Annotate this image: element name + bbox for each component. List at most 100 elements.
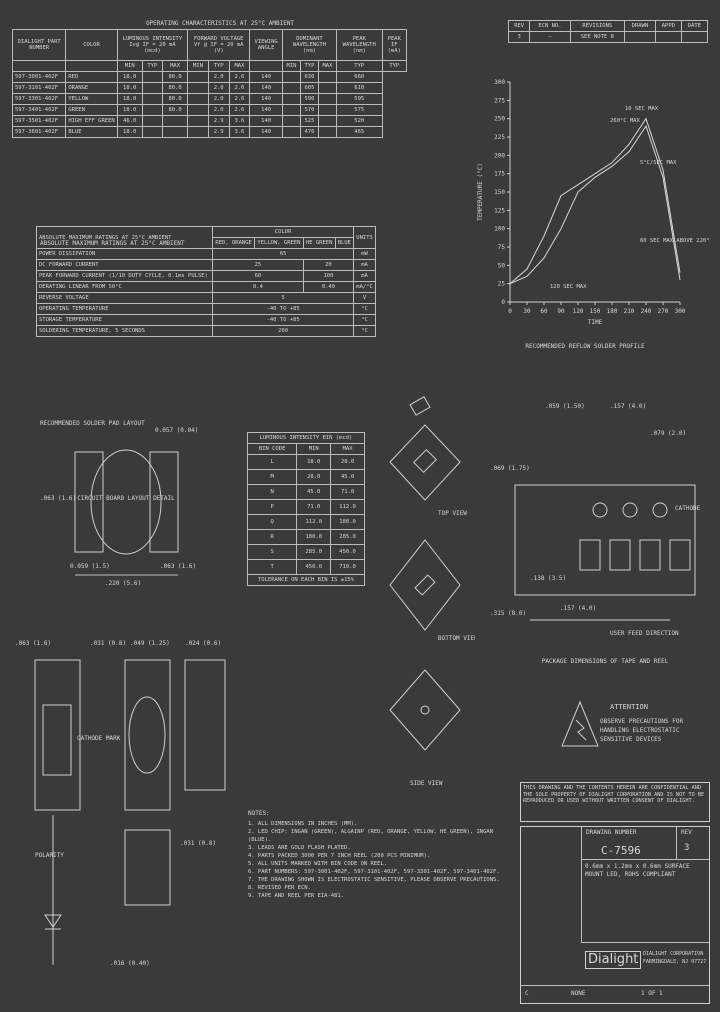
abs-title-cell: ABSOLUTE MAXIMUM RATINGS AT 25°C AMBIENT xyxy=(35,226,214,249)
op-cell xyxy=(162,126,189,138)
rev-cell: SEE NOTE 8 xyxy=(569,31,626,43)
op-cell: 3.6 xyxy=(228,115,251,127)
proprietary-text: THIS DRAWING AND THE CONTENTS HEREIN ARE… xyxy=(523,785,705,804)
chart-annotation: 60 SEC MAX ABOVE 220°C xyxy=(640,238,710,244)
abs-sub-header: RED, ORANGE xyxy=(212,237,256,249)
op-cell: 18.0 xyxy=(116,82,143,94)
esd-warning-icon xyxy=(561,700,599,747)
abs-units-cell: V xyxy=(353,292,376,304)
abs-units-cell: mA xyxy=(353,259,376,271)
op-sub-header: TYP xyxy=(381,60,408,72)
rev-value: 3 xyxy=(684,843,690,853)
y-tick-label: 225 xyxy=(494,134,505,141)
x-tick-label: 0 xyxy=(508,308,512,315)
op-cell: 140 xyxy=(249,71,284,83)
rev-header-cell: ECN NO. xyxy=(529,20,571,32)
op-cell: 630 xyxy=(299,71,319,83)
abs-value-cell: 60 xyxy=(212,270,304,282)
op-cell xyxy=(317,71,337,83)
op-col-header: DIALIGHT PART NUMBER xyxy=(11,29,67,61)
bin-cell: 450.0 xyxy=(296,559,332,575)
op-cell: 470 xyxy=(299,126,319,138)
rev-cell: — xyxy=(529,31,571,43)
op-cell: 2.9 xyxy=(207,115,230,127)
op-sub-header: MIN xyxy=(282,60,301,72)
pad-dim-1: 0.057 (0.04) xyxy=(155,427,198,434)
drawing-number: C-7596 xyxy=(601,844,641,857)
op-cell xyxy=(141,126,164,138)
op-sub-header: TYP xyxy=(207,60,230,72)
attention-line-1: OBSERVE PRECAUTIONS FOR xyxy=(600,718,684,725)
op-sub-header: MIN xyxy=(116,60,143,72)
note-item: 2. LED CHIP: INGAN (GREEN), ALGAINP (RED… xyxy=(248,829,494,843)
bin-cell: 45.0 xyxy=(296,484,332,500)
bin-header-cell: MIN xyxy=(296,443,332,455)
op-cell xyxy=(282,71,301,83)
led-views-drawing: CATHODE MARK POLARITY .063 (1.6) .031 (0… xyxy=(15,640,226,967)
polarity-chip xyxy=(124,829,171,906)
bin-cell: S xyxy=(246,544,298,560)
op-cell xyxy=(187,82,209,94)
right-pad xyxy=(149,451,179,553)
op-cell: 46.0 xyxy=(116,115,143,127)
chart-annotation: 260°C MAX xyxy=(610,118,640,124)
op-cell: 80.0 xyxy=(162,104,189,116)
bottom-view-outline xyxy=(124,659,171,811)
tape-pocket xyxy=(609,539,631,571)
op-col-header: DOMINANT WAVELENGTH (nm) xyxy=(282,29,337,61)
size-value: C xyxy=(525,990,529,997)
op-cell: 465 xyxy=(335,126,383,138)
op-col-header: LUMINOUS INTENSITY Iv@ IF = 20 mA (mcd) xyxy=(116,29,189,61)
pad-center-label: CIRCUIT BOARD LAYOUT DETAIL xyxy=(77,495,175,502)
op-cell: 2.6 xyxy=(228,93,251,105)
abs-header-row: ABSOLUTE MAXIMUM RATINGS AT 25°C AMBIENT… xyxy=(35,226,376,249)
sprocket-hole xyxy=(652,502,668,518)
abs-param-cell: REVERSE VOLTAGE xyxy=(35,292,214,304)
abs-value-cell: 65 xyxy=(212,248,355,260)
abs-data-row: PEAK FORWARD CURRENT (1/10 DUTY CYCLE, 0… xyxy=(35,270,376,282)
iso-top-chip xyxy=(412,448,438,474)
pad-dim-2: .063 (1.6) xyxy=(40,495,76,502)
package-iso-views: TOP VIEW BOTTOM VIEW SIDE VIEW xyxy=(389,396,475,787)
side-view-outline xyxy=(184,659,226,791)
x-tick-label: 150 xyxy=(590,308,601,315)
tape-dim-label: .059 (1.50) xyxy=(545,403,585,410)
company-address-2: FARMINGDALE, NJ 07727 xyxy=(643,959,707,965)
abs-param-cell: SOLDERING TEMPERATURE, 5 SECONDS xyxy=(35,325,214,337)
part-number-cell: 597-3601-402F xyxy=(11,126,67,138)
solder-pad-drawing: CIRCUIT BOARD LAYOUT DETAIL 0.057 (0.04)… xyxy=(40,427,198,587)
abs-param-cell: DERATING LINEAR FROM 50°C xyxy=(35,281,214,293)
tape-pocket xyxy=(579,539,601,571)
rev-label: REV xyxy=(681,829,692,836)
note-item: 9. TAPE AND REEL PER EIA-481. xyxy=(248,893,345,899)
abs-units-cell: mA xyxy=(353,270,376,282)
lens xyxy=(128,696,166,774)
op-cell: 2.0 xyxy=(207,82,230,94)
iso-top xyxy=(389,424,461,501)
op-sub-header xyxy=(249,60,284,72)
y-tick-label: 100 xyxy=(494,226,505,233)
op-cell: 660 xyxy=(335,71,383,83)
op-cell xyxy=(282,93,301,105)
op-cell: 2.6 xyxy=(228,71,251,83)
abs-param-cell: STORAGE TEMPERATURE xyxy=(35,314,214,326)
op-cell xyxy=(141,104,164,116)
abs-value-cell: 0.40 xyxy=(302,281,355,293)
solder-pad-title: RECOMMENDED SOLDER PAD LAYOUT xyxy=(40,420,145,427)
proprietary-box: THIS DRAWING AND THE CONTENTS HEREIN ARE… xyxy=(520,782,710,822)
tape-dim-label: .138 (3.5) xyxy=(530,575,566,582)
note-item: 5. ALL UNITS MARKED WITH BIN CODE ON REE… xyxy=(248,861,388,867)
op-cell: 520 xyxy=(335,115,383,127)
abs-value-cell: 25 xyxy=(212,259,304,271)
tape-dim-label: .315 (8.0) xyxy=(490,610,526,617)
bin-cell: 112.0 xyxy=(330,499,365,515)
bin-footer-cell: TOLERANCE ON EACH BIN IS ±15% xyxy=(247,574,365,586)
attention-line-2: HANDLING ELECTROSTATIC xyxy=(600,727,680,734)
x-tick-label: 60 xyxy=(540,308,548,315)
